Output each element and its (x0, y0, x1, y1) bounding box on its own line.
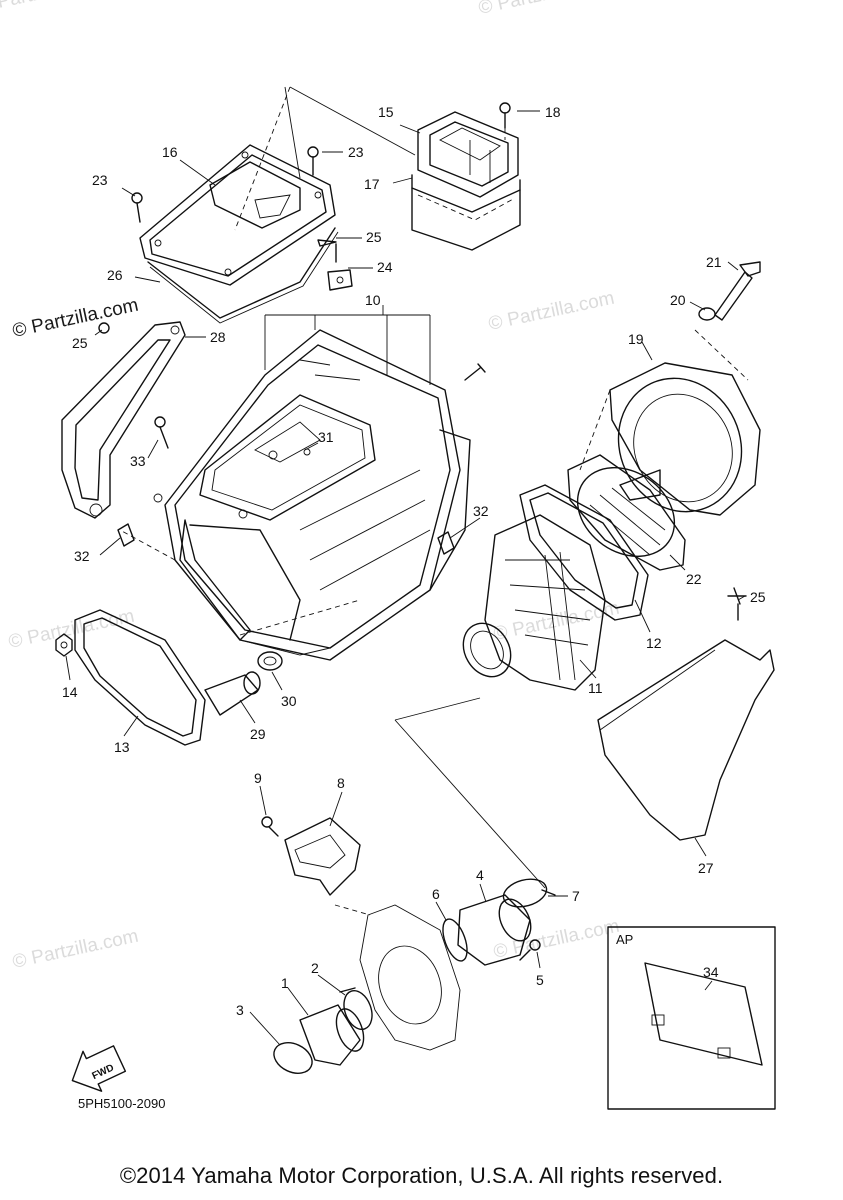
callout-6: 6 (432, 886, 440, 902)
part-18-screw (499, 102, 511, 129)
part-10-air-box (153, 329, 471, 661)
part-7-clamp (502, 878, 556, 908)
watermark-text: © Partzilla.com (477, 0, 607, 19)
callout-32-right: 32 (473, 503, 489, 519)
carburetor-outline (359, 904, 461, 1051)
callout-1: 1 (281, 975, 289, 991)
callout-32-left: 32 (74, 548, 90, 564)
part-26-seal (147, 227, 339, 324)
callout-23-right: 23 (348, 144, 364, 160)
callout-19: 19 (628, 331, 644, 347)
callout-21: 21 (706, 254, 722, 270)
part-32-clip-left (117, 523, 135, 547)
part-21-bolt (714, 261, 761, 321)
part-19-air-filter (609, 362, 761, 516)
part-31-bolt (464, 363, 486, 381)
callout-27: 27 (698, 860, 714, 876)
part-6-o-ring (442, 918, 468, 962)
part-5-bolt (519, 939, 541, 961)
callout-30: 30 (281, 693, 297, 709)
part-8-bracket (284, 817, 361, 896)
callout-28: 28 (210, 329, 226, 345)
part-2-clamp (339, 987, 373, 1031)
part-25-rivet-left (98, 322, 110, 334)
callout-15: 15 (378, 104, 394, 120)
copyright-notice: ©2014 Yamaha Motor Corporation, U.S.A. A… (119, 1163, 724, 1188)
part-24-plate (327, 269, 353, 291)
part-27-side-cover (597, 639, 775, 841)
watermark-text: © Partzilla.com (492, 916, 622, 963)
callout-16: 16 (162, 144, 178, 160)
callout-25-left: 25 (72, 335, 88, 351)
callout-34: 34 (703, 964, 719, 980)
part-1-joint (299, 1004, 365, 1066)
callout-7: 7 (572, 888, 580, 904)
part-25-rivet-right (727, 587, 747, 621)
ap-box: AP (607, 926, 776, 1110)
part-29-tube (204, 671, 261, 716)
part-14-nut (55, 633, 73, 657)
part-28-side-bracket (61, 321, 186, 519)
watermark-text: © Partzilla.com (487, 288, 617, 335)
callout-2: 2 (311, 960, 319, 976)
watermark-text: © Partzilla.com (0, 0, 106, 17)
part-16-cover-seal (139, 144, 336, 286)
part-32-clip-right (437, 531, 455, 555)
callout-5: 5 (536, 972, 544, 988)
callout-25-right: 25 (750, 589, 766, 605)
part-13-gasket (74, 609, 206, 746)
callout-20: 20 (670, 292, 686, 308)
callout-29: 29 (250, 726, 266, 742)
part-25-rivet-top (317, 239, 337, 263)
part-17-duct-gasket (411, 174, 521, 251)
callout-14: 14 (62, 684, 78, 700)
callout-18: 18 (545, 104, 561, 120)
part-23-screw-right (307, 146, 319, 176)
callout-labels: 15 18 16 23 23 17 25 24 21 26 20 10 28 2… (62, 104, 766, 1018)
callout-3: 3 (236, 1002, 244, 1018)
part-20-washer (698, 307, 716, 321)
part-23-screw-left (131, 192, 143, 223)
callout-4: 4 (476, 867, 484, 883)
watermark-text: © Partzilla.com (11, 926, 141, 973)
callout-22: 22 (686, 571, 702, 587)
leader-lines (65, 86, 749, 1046)
part-15-intake-duct (417, 111, 519, 198)
callout-31: 31 (318, 429, 334, 445)
callout-24: 24 (377, 259, 393, 275)
part-9-bolt (261, 816, 279, 837)
diagram-code: 5PH5100-2090 (78, 1096, 165, 1111)
fwd-arrow-icon: FWD (71, 1045, 127, 1092)
callout-23-left: 23 (92, 172, 108, 188)
part-11-intake-boot (462, 514, 606, 691)
callout-17: 17 (364, 176, 380, 192)
part-3-clamp (273, 1042, 313, 1074)
callout-11: 11 (588, 680, 603, 696)
callout-10: 10 (365, 292, 381, 308)
ap-label: AP (616, 932, 633, 947)
callout-25-top: 25 (366, 229, 382, 245)
callout-13: 13 (114, 739, 130, 755)
part-22-filter-cage (567, 454, 686, 571)
callout-8: 8 (337, 775, 345, 791)
part-30-clamp (257, 651, 283, 671)
callout-33: 33 (130, 453, 146, 469)
part-33-bolt (154, 416, 169, 449)
part-12-filter-guide (519, 484, 649, 621)
part-4-joint (457, 894, 532, 966)
fwd-label: FWD (90, 1062, 115, 1082)
callout-26: 26 (107, 267, 123, 283)
callout-9: 9 (254, 770, 262, 786)
callout-12: 12 (646, 635, 662, 651)
